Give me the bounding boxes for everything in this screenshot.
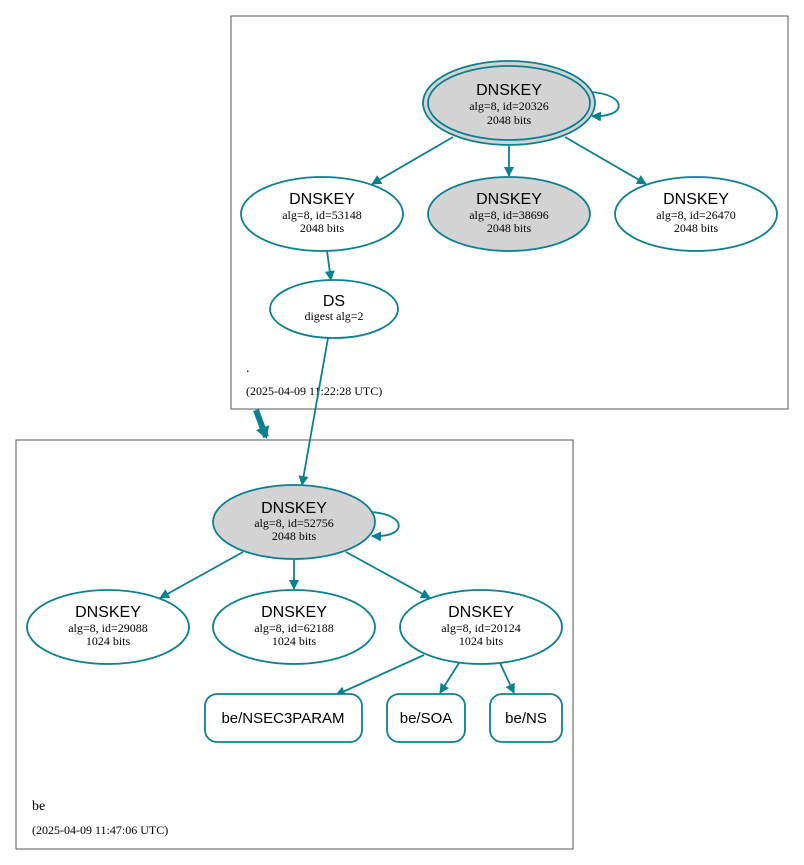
rrset-nsec3param: be/NSEC3PARAM — [204, 693, 363, 743]
node-title: DNSKEY — [663, 191, 729, 208]
node-root-ksk: DNSKEY alg=8, id=20326 2048 bits — [422, 60, 596, 146]
edge-zsk3-soa — [439, 662, 460, 694]
node-title: DNSKEY — [75, 604, 141, 621]
edge-root-ksk-zsk3 — [564, 136, 647, 185]
node-bits: 1024 bits — [272, 634, 317, 648]
rrset-label: be/NS — [505, 710, 547, 727]
node-bits: 2048 bits — [674, 221, 719, 235]
node-title: DS — [323, 293, 345, 310]
node-be-ksk: DNSKEY alg=8, id=52756 2048 bits — [212, 484, 376, 560]
edge-zsk1-ds — [324, 250, 335, 281]
edge-root-ksk-self — [589, 91, 620, 122]
node-algid: alg=8, id=29088 — [68, 621, 148, 635]
zone-be-timestamp: (2025-04-09 11:47:06 UTC) — [32, 823, 168, 837]
node-algid: alg=8, id=20124 — [441, 621, 521, 635]
edge-be-ksk-self — [369, 511, 400, 542]
edge-ds-be-ksk — [298, 337, 329, 486]
node-algid: alg=8, id=62188 — [254, 621, 334, 635]
node-bits: 2048 bits — [272, 529, 317, 543]
edge-zsk3-ns — [499, 662, 515, 694]
node-title: DNSKEY — [476, 191, 542, 208]
zone-root-timestamp: (2025-04-09 11:22:28 UTC) — [246, 384, 382, 398]
node-title: DNSKEY — [289, 191, 355, 208]
zone-be-name: be — [32, 799, 45, 814]
node-algid: alg=8, id=53148 — [282, 208, 362, 222]
node-bits: 1024 bits — [86, 634, 131, 648]
node-root-zsk-26470: DNSKEY alg=8, id=26470 2048 bits — [614, 176, 778, 252]
edge-root-ksk-zsk1 — [371, 136, 454, 185]
node-be-zsk-20124: DNSKEY alg=8, id=20124 1024 bits — [399, 589, 563, 665]
node-be-zsk-29088: DNSKEY alg=8, id=29088 1024 bits — [26, 589, 190, 665]
node-algid: alg=8, id=52756 — [254, 516, 334, 530]
edge-zsk3-nsec3param — [335, 654, 425, 696]
node-algid: alg=8, id=20326 — [469, 99, 549, 113]
node-be-zsk-62188: DNSKEY alg=8, id=62188 1024 bits — [212, 589, 376, 665]
node-title: DNSKEY — [476, 82, 542, 99]
node-digest: digest alg=2 — [304, 309, 363, 323]
node-title: DNSKEY — [448, 604, 514, 621]
node-bits: 1024 bits — [459, 634, 504, 648]
node-bits: 2048 bits — [300, 221, 345, 235]
node-bits: 2048 bits — [487, 221, 532, 235]
node-algid: alg=8, id=38696 — [469, 208, 549, 222]
rrset-soa: be/SOA — [386, 693, 466, 743]
node-ds: DS digest alg=2 — [269, 279, 399, 339]
node-root-zsk-53148: DNSKEY alg=8, id=53148 2048 bits — [240, 176, 404, 252]
edge-be-ksk-zsk1 — [159, 551, 244, 599]
node-root-zsk-38696: DNSKEY alg=8, id=38696 2048 bits — [427, 176, 591, 252]
rrset-label: be/SOA — [400, 710, 453, 727]
node-algid: alg=8, id=26470 — [656, 208, 736, 222]
rrset-ns: be/NS — [489, 693, 563, 743]
edge-be-ksk-zsk3 — [345, 551, 431, 599]
delegation-arrow — [253, 408, 270, 439]
node-title: DNSKEY — [261, 500, 327, 517]
node-bits: 2048 bits — [487, 113, 532, 127]
zone-root-name: . — [246, 361, 250, 376]
edges — [159, 91, 647, 696]
node-title: DNSKEY — [261, 604, 327, 621]
rrset-label: be/NSEC3PARAM — [221, 710, 344, 727]
